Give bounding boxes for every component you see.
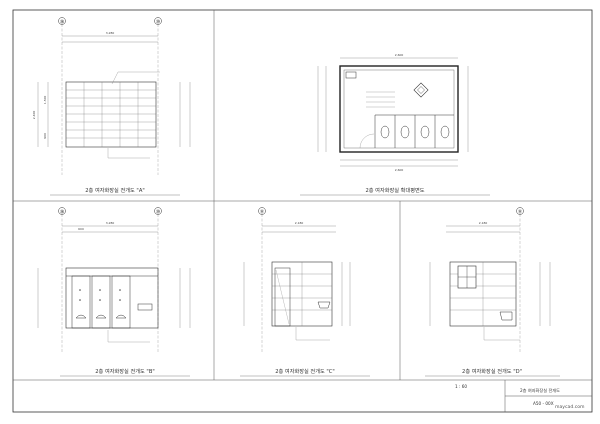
elevation-d (429, 207, 551, 352)
grid-bubble-b-left: ㊳ (60, 208, 64, 214)
drawing-name: 2층 여자화장실 전개도 (520, 388, 560, 393)
grid-bubble-d: Ⓑ (518, 208, 522, 214)
dim-plan-bottom: 2,600 (395, 168, 404, 172)
elevation-c (243, 207, 351, 352)
grid-bubble-a-left: ㊳ (60, 18, 64, 24)
title-elevation-b: 2층 여자화장실 전개도 "B" (95, 369, 155, 375)
elevation-b (37, 207, 191, 352)
sheet-border (12, 9, 593, 413)
title-elevation-d: 2층 여자화장실 전개도 "D" (462, 369, 522, 375)
grid-bubble-b-right: ㊴ (156, 208, 160, 214)
dim-a-top: 3,280 (106, 31, 115, 35)
dim-plan-top: 2,600 (395, 53, 404, 57)
grid-bubble-c: Ⓑ (260, 208, 264, 214)
drawing-number: A50 - 00X (533, 401, 554, 406)
grid-bubble-a-right: ㊴ (156, 18, 160, 24)
title-elevation-a: 2층 여자화장실 전개도 "A" (85, 188, 145, 194)
scale-label: 1 : 60 (455, 384, 468, 389)
elevation-a (37, 17, 191, 175)
title-elevation-c: 2층 여자화장실 전개도 "C" (275, 369, 335, 375)
dim-c-top: 2,180 (295, 221, 304, 225)
watermark: maycad.com (555, 405, 585, 410)
dim-b-seg: 600 (78, 227, 84, 231)
dim-a-h1: 1,500 (43, 96, 47, 105)
dim-d-top: 2,180 (479, 221, 488, 225)
dim-a-height: 2,400 (32, 111, 36, 120)
dim-b-top: 3,280 (106, 221, 115, 225)
dim-a-h2: 900 (43, 133, 47, 139)
restroom-plan (317, 57, 469, 167)
title-plan: 2층 여자화장실 확대평면도 (365, 188, 425, 194)
